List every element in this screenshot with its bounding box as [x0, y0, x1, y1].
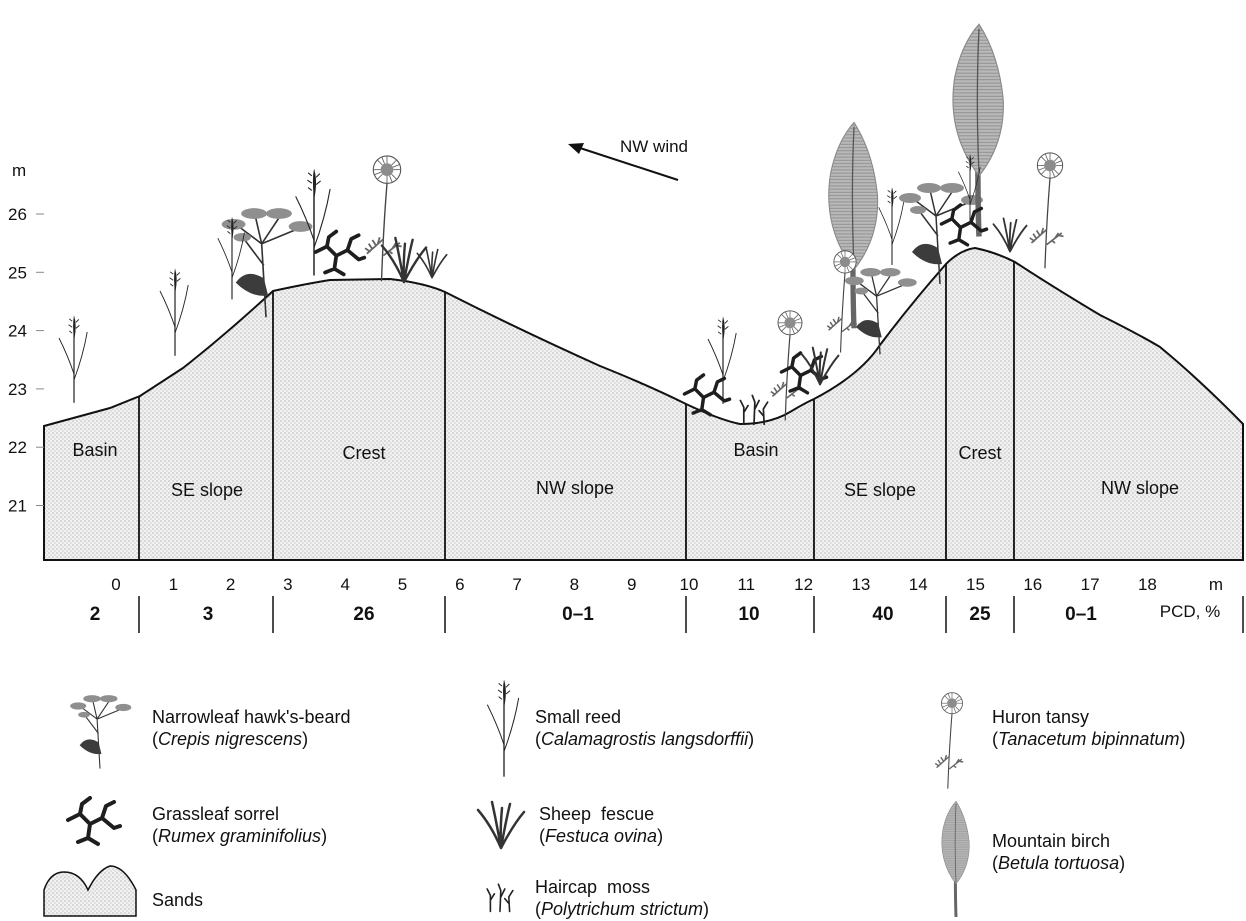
zone-name: Basin [72, 440, 117, 460]
legend-birch: Mountain birch (Betula tortuosa) [992, 830, 1125, 874]
x-tick-label: 17 [1081, 575, 1100, 594]
x-tick-label: 2 [226, 575, 235, 594]
hawksbeard-icon [70, 695, 131, 768]
zone-name: SE slope [171, 480, 243, 500]
birch-icon [942, 801, 970, 917]
reed-icon [487, 679, 518, 776]
legend-common-name: Haircap moss [535, 876, 709, 898]
sand-profile [44, 248, 1243, 560]
x-tick-label: 8 [570, 575, 579, 594]
tansy-icon [771, 311, 803, 421]
x-tick-label: 7 [512, 575, 521, 594]
zone-name: NW slope [536, 478, 614, 498]
legend-common-name: Mountain birch [992, 830, 1125, 852]
x-axis-unit: m [1209, 575, 1223, 594]
x-tick-label: 9 [627, 575, 636, 594]
x-tick-label: 6 [455, 575, 464, 594]
legend-sands: Sands [152, 889, 203, 911]
x-tick-label: 11 [737, 575, 755, 594]
zone-pcd-value: 26 [353, 604, 374, 625]
zone-pcd-value: 25 [969, 604, 991, 625]
y-tick-label: 22 [8, 438, 27, 457]
zone-pcd-value: 3 [203, 604, 214, 625]
zone-name: SE slope [844, 480, 916, 500]
tansy-icon [1030, 153, 1064, 268]
fescue-icon [993, 218, 1026, 251]
zone-pcd-value: 2 [90, 604, 101, 625]
reed-icon [59, 315, 87, 403]
sorrel-icon [316, 231, 365, 274]
sands-icon [44, 866, 136, 916]
legend-common-name: Small reed [535, 706, 754, 728]
legend-common-name: Narrowleaf hawk's-beard [152, 706, 351, 728]
y-tick-label: 24 [8, 322, 27, 341]
x-tick-label: 5 [398, 575, 407, 594]
x-tick-label: 14 [909, 575, 928, 594]
y-axis-unit: m [12, 161, 26, 180]
x-tick-label: 18 [1138, 575, 1157, 594]
moss-icon [487, 884, 513, 911]
y-tick-label: 25 [8, 263, 27, 282]
legend-latin-name: (Festuca ovina) [539, 825, 663, 847]
reed-icon [160, 268, 188, 356]
legend-hawksbeard: Narrowleaf hawk's-beard (Crepis nigresce… [152, 706, 351, 750]
x-tick-label: 13 [851, 575, 870, 594]
legend-latin-name: (Tanacetum bipinnatum) [992, 728, 1185, 750]
legend-latin-name: (Rumex graminifolius) [152, 825, 327, 847]
x-tick-label: 3 [283, 575, 292, 594]
zone-pcd-value: 10 [738, 604, 759, 625]
legend-common-name: Grassleaf sorrel [152, 803, 327, 825]
sorrel-icon [68, 798, 120, 844]
legend-latin-name: (Polytrichum strictum) [535, 898, 709, 920]
x-tick-label: 15 [966, 575, 985, 594]
legend-tansy: Huron tansy (Tanacetum bipinnatum) [992, 706, 1185, 750]
legend-common-name: Huron tansy [992, 706, 1185, 728]
zone-name: Basin [733, 440, 778, 460]
legend-common-name: Sheep fescue [539, 803, 663, 825]
legend-moss: Haircap moss (Polytrichum strictum) [535, 876, 709, 920]
zone-name: NW slope [1101, 478, 1179, 498]
fescue-icon [478, 802, 524, 848]
y-tick-label: 26 [8, 205, 27, 224]
wind-arrow: NW wind [568, 137, 688, 180]
legend-reed: Small reed (Calamagrostis langsdorffii) [535, 706, 754, 750]
birch-icon [829, 122, 878, 328]
y-tick-label: 21 [8, 497, 27, 516]
wind-label: NW wind [620, 137, 688, 156]
tansy-icon [365, 156, 402, 281]
zone-pcd-value: 0–1 [1065, 604, 1097, 625]
y-tick-label: 23 [8, 380, 27, 399]
fescue-icon [382, 238, 426, 282]
legend-fescue: Sheep fescue (Festuca ovina) [539, 803, 663, 847]
legend-sorrel: Grassleaf sorrel (Rumex graminifolius) [152, 803, 327, 847]
x-tick-label: 0 [111, 575, 120, 594]
x-tick-label: 1 [169, 575, 178, 594]
zone-pcd-value: 0–1 [562, 604, 594, 625]
y-axis: m 26 25 24 23 22 21 [8, 161, 44, 516]
legend-latin-name: (Betula tortuosa) [992, 852, 1125, 874]
legend-latin-name: (Calamagrostis langsdorffii) [535, 728, 754, 750]
zone-name: Crest [958, 443, 1001, 463]
tansy-icon [935, 693, 963, 789]
x-tick-label: 16 [1023, 575, 1042, 594]
x-tick-label: 4 [340, 575, 349, 594]
x-tick-label: 10 [680, 575, 699, 594]
fescue-icon [802, 348, 839, 385]
legend-latin-name: (Crepis nigrescens) [152, 728, 351, 750]
legend-common-name: Sands [152, 889, 203, 911]
zone-pcd-value: 40 [872, 604, 893, 625]
zone-name: Crest [342, 443, 385, 463]
pcd-label: PCD, % [1160, 602, 1220, 621]
x-tick-label: 12 [794, 575, 813, 594]
reed-icon [708, 316, 736, 404]
moss-icon [740, 395, 767, 424]
